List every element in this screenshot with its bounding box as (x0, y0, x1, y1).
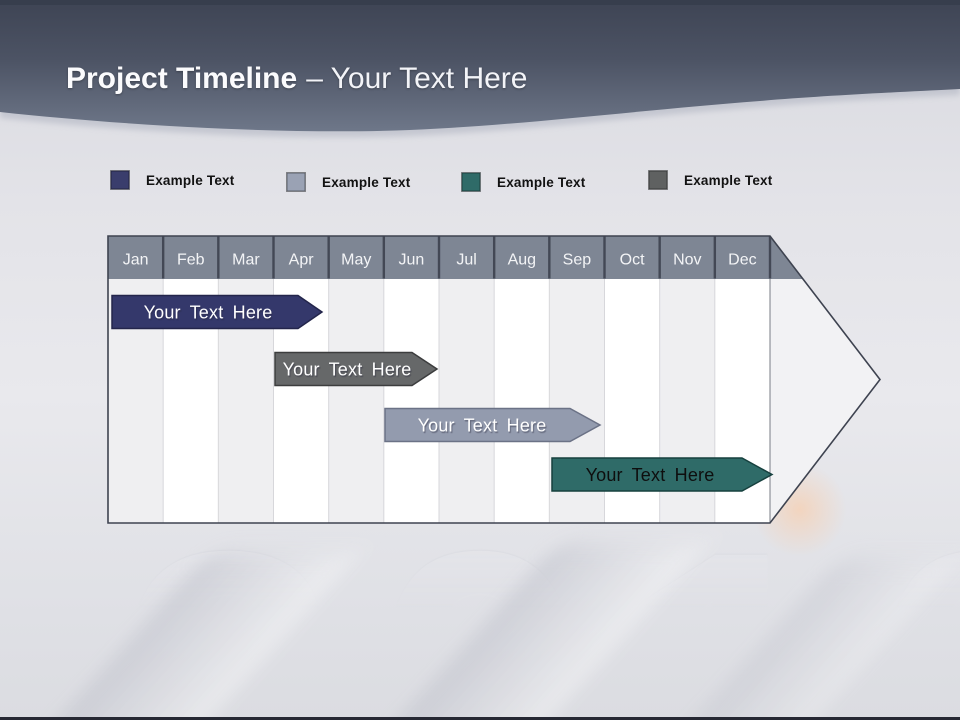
gantt-bar-4[interactable] (551, 457, 774, 492)
timeline-chart: Jan Feb Mar Apr May Jun Jul Aug Sep Oct … (107, 235, 882, 524)
gantt-bar-label[interactable]: Your Text Here (144, 303, 273, 323)
legend-label[interactable]: Example Text (684, 172, 773, 188)
month-header-band (108, 236, 803, 279)
gantt-bar-label[interactable]: Your Text Here (586, 465, 715, 485)
month-label: Aug (508, 252, 536, 269)
slide-title[interactable]: Project Timeline– Your Text Here (66, 62, 527, 96)
month-label: Mar (232, 252, 260, 269)
legend-item-2[interactable]: Example Text (286, 172, 410, 192)
timeline-arrow-outline (107, 235, 882, 524)
month-label: Jan (123, 252, 149, 269)
legend-label[interactable]: Example Text (322, 174, 411, 190)
legend-swatch-navy (110, 170, 130, 190)
month-label: Nov (673, 252, 701, 269)
gantt-bar-2[interactable] (274, 351, 439, 387)
legend-label[interactable]: Example Text (497, 174, 586, 190)
legend-swatch-teal (461, 172, 481, 192)
month-label: Sep (563, 252, 592, 269)
legend-label[interactable]: Example Text (146, 172, 235, 188)
month-label: Apr (289, 252, 315, 269)
month-label: Oct (620, 252, 645, 269)
slide-title-main[interactable]: Project Timeline (66, 62, 298, 95)
legend-item-3[interactable]: Example Text (461, 172, 585, 192)
month-label: Feb (177, 252, 205, 269)
legend-item-4[interactable]: Example Text (648, 170, 772, 190)
legend-swatch-gray-blue (286, 172, 306, 192)
top-edge-strip (0, 0, 960, 5)
legend-swatch-dark-gray (648, 170, 668, 190)
gantt-bar-label[interactable]: Your Text Here (418, 416, 547, 436)
gantt-bar-3[interactable] (384, 407, 602, 443)
gantt-bar-label[interactable]: Your Text Here (283, 360, 412, 380)
month-label: Jul (456, 252, 476, 269)
legend-item-1[interactable]: Example Text (110, 170, 234, 190)
month-labels: Jan Feb Mar Apr May Jun Jul Aug Sep Oct … (123, 252, 757, 269)
month-label: Jun (399, 252, 425, 269)
month-label: May (341, 252, 371, 269)
bottom-edge-strip (0, 717, 960, 720)
month-label: Dec (728, 252, 756, 269)
gantt-bar-1[interactable] (111, 294, 324, 330)
slide-title-placeholder[interactable]: – Your Text Here (306, 62, 528, 95)
month-header-separators (161, 236, 772, 279)
